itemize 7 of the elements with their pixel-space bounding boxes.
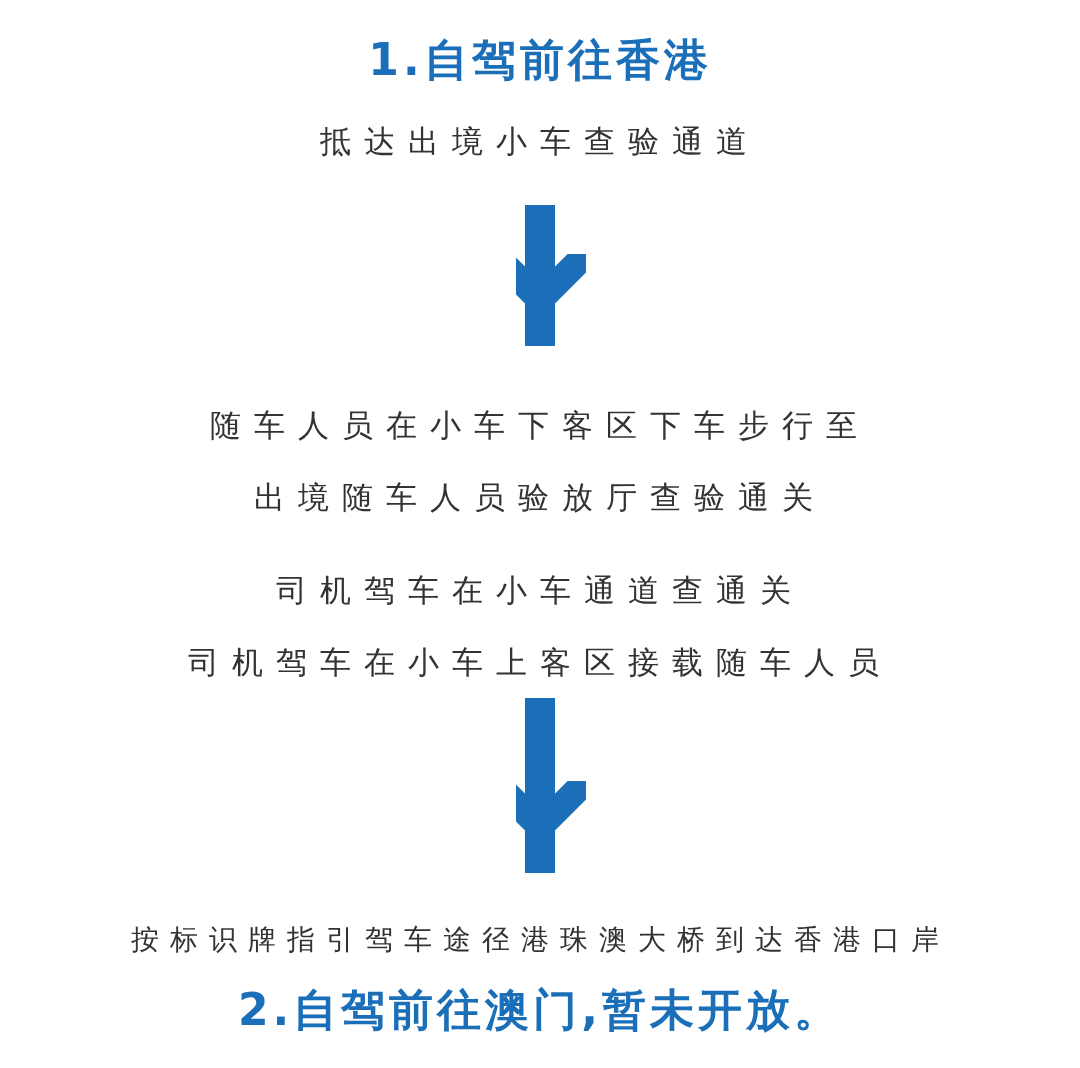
step-text: 随车人员在小车下客区下车步行至出境随车人员验放厅查验通关	[209, 406, 871, 517]
step-text: 按标识牌指引驾车途径港珠澳大桥到达香港口岸	[130, 922, 950, 958]
step-text: 司机驾车在小车上客区接载随车人员	[188, 643, 892, 682]
heading: 2.自驾前往澳门,暂未开放。	[236, 983, 843, 1037]
step-text: 司机驾车在小车通道查通关	[276, 571, 804, 610]
heading: 1.自驾前往香港	[367, 33, 713, 87]
step-text: 抵达出境小车查验通道	[320, 122, 760, 161]
